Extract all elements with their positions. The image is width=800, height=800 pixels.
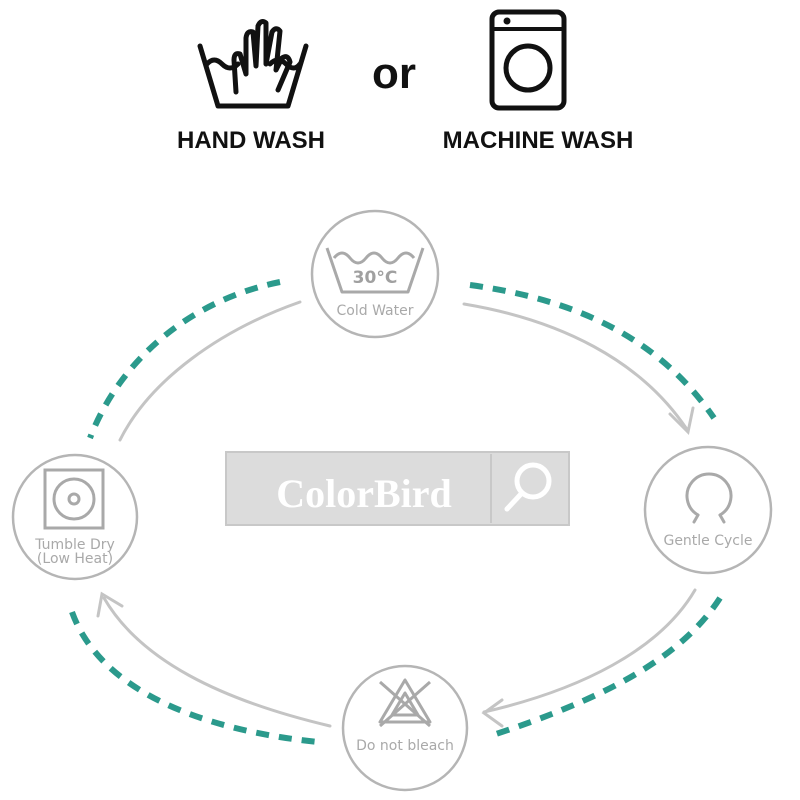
- step-tumble-dry: Tumble Dry (Low Heat): [11, 453, 139, 581]
- dashed-arc-top-left: [87, 279, 281, 440]
- wash-basin-30c-icon: [325, 247, 425, 294]
- hand-wash-basin-icon: [197, 19, 309, 109]
- tumble-dry-icon: [43, 468, 105, 530]
- no-bleach-triangle-icon: [378, 678, 432, 728]
- or-connector: or: [372, 49, 416, 98]
- cold-water-label: Cold Water: [337, 303, 414, 319]
- colorbird-watermark: ColorBird: [225, 451, 570, 526]
- no-bleach-label: Do not bleach: [356, 738, 454, 754]
- step-cold-water: 30°C Cold Water: [310, 209, 440, 339]
- cycle-dashed-ring: [69, 279, 723, 745]
- arrow-arc-top-right: [462, 302, 688, 430]
- step-gentle-cycle: Gentle Cycle: [643, 445, 773, 575]
- dashed-arc-bottom-left: [69, 610, 319, 745]
- cycle-arrow-ring: [96, 300, 697, 728]
- watermark-brand: ColorBird: [276, 471, 452, 516]
- tumble-dry-label-line1: Tumble Dry: [34, 537, 115, 553]
- machine-wash-label: MACHINE WASH: [443, 127, 634, 154]
- arrow-arc-bottom-left: [102, 596, 332, 728]
- arrow-arc-bottom-right: [482, 588, 697, 714]
- arrow-head-bottom-left: [96, 591, 124, 618]
- arrow-arc-top-left: [118, 300, 302, 442]
- magnifier-icon: [504, 462, 552, 512]
- arrow-head-bottom-right: [481, 698, 504, 728]
- step-no-bleach: Do not bleach: [341, 664, 469, 792]
- cold-water-temp: 30°C: [353, 268, 398, 288]
- hand-wash-label: HAND WASH: [177, 127, 325, 154]
- gentle-cycle-label: Gentle Cycle: [663, 533, 752, 549]
- dashed-arc-top-right: [469, 282, 717, 420]
- tumble-dry-label-line2: (Low Heat): [37, 551, 113, 567]
- dashed-arc-bottom-right: [489, 596, 723, 739]
- washing-machine-icon: [489, 9, 567, 111]
- gentle-cycle-icon: [685, 472, 733, 524]
- arrow-head-top-right: [668, 406, 695, 436]
